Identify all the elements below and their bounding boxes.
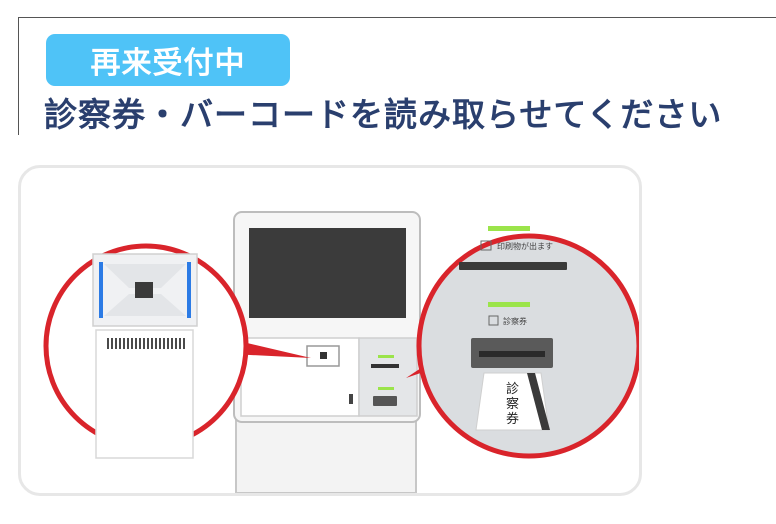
status-badge: 再来受付中: [46, 34, 290, 86]
frame-line-top: [18, 17, 776, 18]
card-char-3: 券: [506, 411, 519, 427]
kiosk-illustration-svg: 印刷物が出ます 診察券 診 察 券: [43, 211, 639, 493]
kiosk-illustration: 印刷物が出ます 診察券 診 察 券: [18, 165, 642, 496]
card-char-2: 察: [506, 397, 519, 412]
right-magnifier: 印刷物が出ます 診察券 診 察 券: [416, 226, 639, 459]
left-magnifier: [43, 243, 249, 459]
card-indicator-light: [488, 302, 530, 307]
card-char-1: 診: [506, 381, 519, 397]
card-slot-label: 診察券: [503, 316, 527, 326]
frame-line-left: [18, 17, 19, 135]
page-title: 診察券・バーコードを読み取らせてください: [44, 95, 723, 134]
card-icon: [488, 315, 499, 326]
barcode-card: [95, 329, 194, 459]
print-slot: [459, 262, 567, 270]
print-icon: [480, 240, 492, 251]
kiosk-screen: [249, 228, 406, 318]
print-indicator-light: [488, 226, 530, 231]
print-slot-label: 印刷物が出ます: [497, 241, 553, 251]
